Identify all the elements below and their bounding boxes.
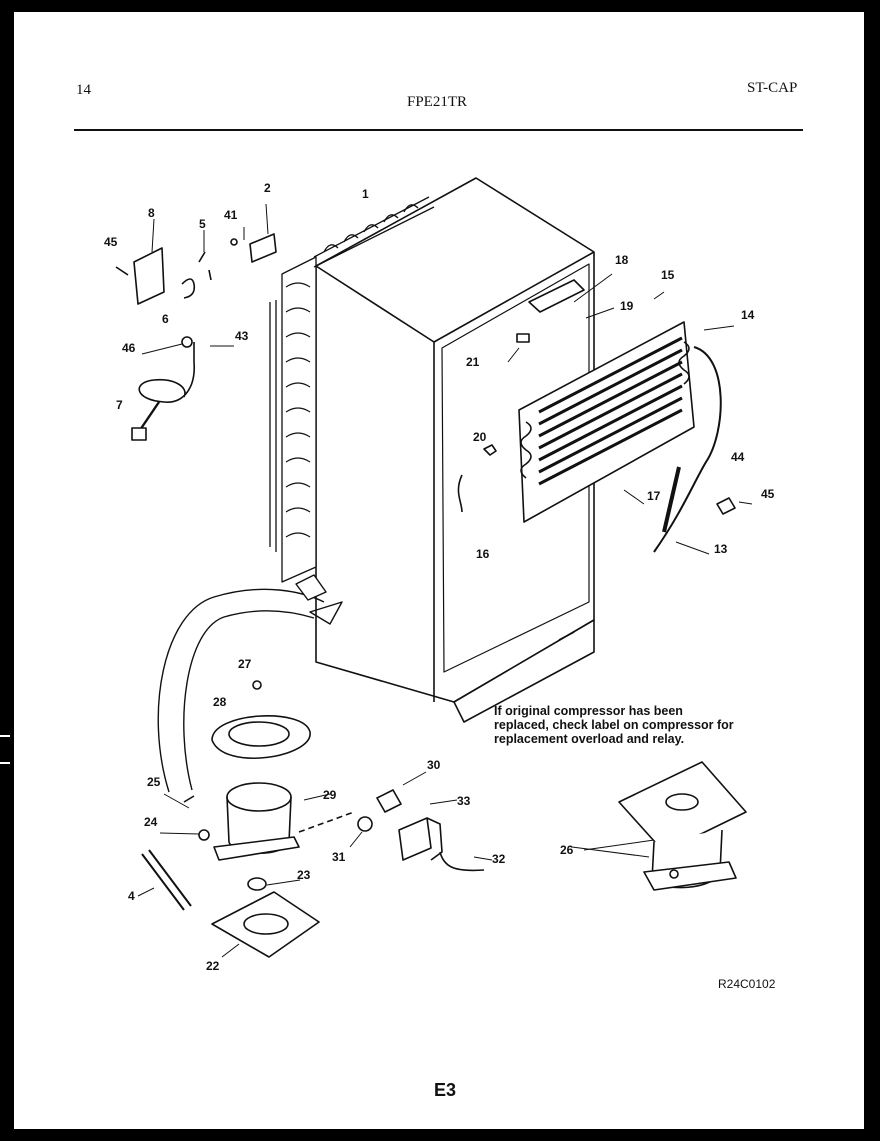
callout-41: 41 (224, 208, 238, 222)
callout-18: 18 (615, 253, 629, 267)
callout-28: 28 (213, 695, 227, 709)
callout-15: 15 (661, 268, 675, 282)
callout-17: 17 (647, 489, 661, 503)
assembly-arrow-drawing (157, 574, 343, 793)
callout-26: 26 (560, 843, 574, 857)
drawing-code: R24C0102 (718, 977, 776, 991)
callout-32: 32 (492, 852, 506, 866)
callout-27: 27 (238, 657, 252, 671)
callout-16: 16 (476, 547, 490, 561)
callout-29: 29 (323, 788, 337, 802)
callout-4: 4 (128, 889, 135, 903)
callout-23: 23 (297, 868, 311, 882)
series-code: ST-CAP (747, 80, 798, 96)
scan-edge-mark (0, 762, 10, 764)
callout-5: 5 (199, 217, 206, 231)
callout-31: 31 (332, 850, 346, 864)
callout-44: 44 (731, 450, 745, 464)
evaporator-drawing (518, 321, 722, 553)
callout-30: 30 (427, 758, 441, 772)
compressor-assembly-drawing (141, 680, 355, 958)
callout-22: 22 (206, 959, 220, 973)
control-parts-drawing (115, 233, 277, 441)
scan-edge-mark (0, 735, 10, 737)
page-label: E3 (434, 1080, 457, 1100)
replacement-compressor-drawing (618, 761, 747, 891)
model-number: FPE21TR (407, 94, 468, 110)
callout-1: 1 (362, 187, 369, 201)
callout-25: 25 (147, 775, 161, 789)
compressor-note: If original compressor has been replaced… (494, 704, 734, 746)
callout-45-right: 45 (761, 487, 775, 501)
relay-overload-drawing (357, 789, 485, 872)
callout-14: 14 (741, 308, 755, 322)
callout-21: 21 (466, 355, 480, 369)
interior-parts-drawing (457, 279, 736, 515)
callout-6: 6 (162, 312, 169, 326)
page-number: 14 (76, 82, 91, 98)
parts-diagram-page: 14 FPE21TR ST-CAP (14, 12, 864, 1129)
callout-43: 43 (235, 329, 249, 343)
condenser-coil-drawing (269, 196, 435, 583)
header-rule (74, 129, 803, 131)
callout-24: 24 (144, 815, 158, 829)
leader-lines (137, 203, 753, 958)
callout-labels: 1 2 4 5 6 7 8 13 14 15 16 17 18 19 20 21… (104, 181, 775, 973)
callout-8: 8 (148, 206, 155, 220)
callout-2: 2 (264, 181, 271, 195)
callout-7: 7 (116, 398, 123, 412)
callout-20: 20 (473, 430, 487, 444)
callout-46: 46 (122, 341, 136, 355)
callout-33: 33 (457, 794, 471, 808)
exploded-view-drawing: 1 2 4 5 6 7 8 13 14 15 16 17 18 19 20 21… (104, 177, 775, 973)
callout-45-left: 45 (104, 235, 118, 249)
callout-19: 19 (620, 299, 634, 313)
cabinet-drawing (315, 177, 595, 723)
callout-13: 13 (714, 542, 728, 556)
